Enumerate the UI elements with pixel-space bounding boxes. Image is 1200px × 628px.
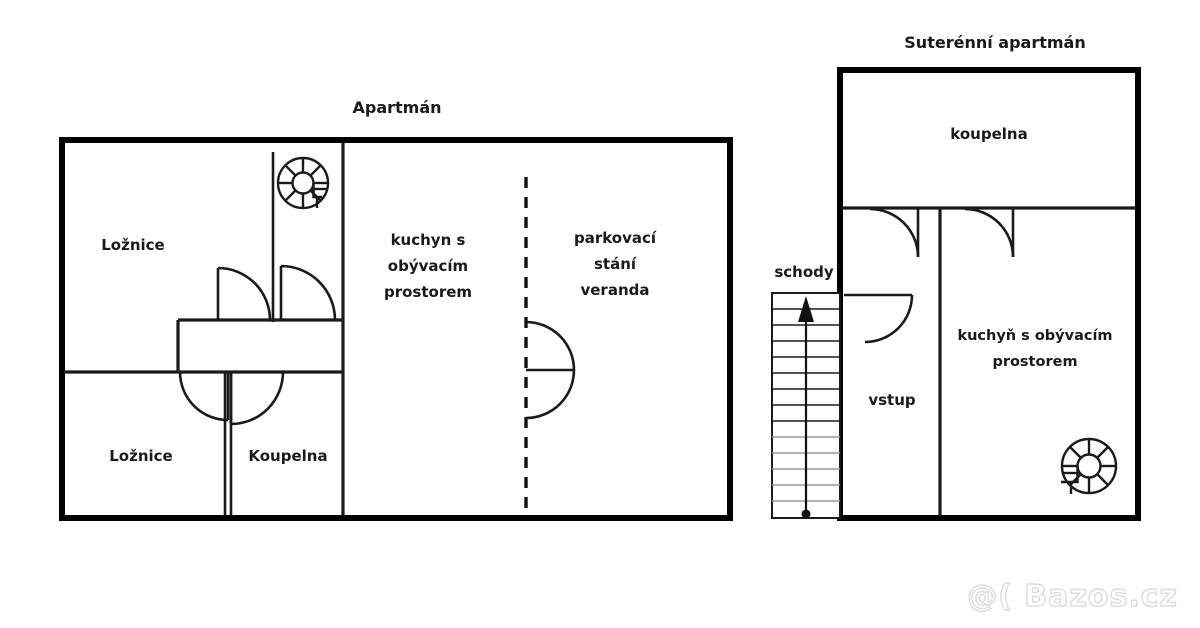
room-label-kuchyn: kuchyn s obývacím prostorem	[384, 231, 472, 301]
plan-title-suterenni: Suterénní apartmán	[904, 33, 1085, 52]
room-label-koupelna: Koupelna	[248, 447, 327, 465]
door-koupelna-left	[869, 207, 920, 258]
door-vstup	[844, 293, 914, 344]
svg-text:veranda: veranda	[580, 281, 649, 299]
label-schody: schody	[774, 263, 834, 281]
door-koupelna-right	[964, 207, 1015, 258]
stair-direction-arrow	[798, 296, 814, 322]
door-corridor-upper-left	[216, 266, 272, 321]
room-label-parkovaci-stani: parkovací stání veranda	[574, 229, 657, 299]
spiral-staircase-suterenni	[1060, 437, 1118, 495]
spiral-staircase-apartman	[276, 156, 330, 210]
door-corridor-upper-right	[279, 264, 337, 321]
room-label-vstup: vstup	[868, 391, 916, 409]
svg-text:obývacím: obývacím	[388, 257, 468, 275]
outer-wall-apartman	[59, 137, 733, 521]
svg-text:kuchyň s obývacím: kuchyň s obývacím	[957, 328, 1112, 344]
bazos-watermark: @( Bazos.cz	[966, 578, 1178, 614]
plan-apartman: Apartmán	[59, 98, 733, 521]
door-veranda	[525, 320, 576, 420]
door-koupelna	[229, 371, 285, 426]
plan-title-apartman: Apartmán	[352, 98, 441, 117]
svg-text:prostorem: prostorem	[992, 354, 1077, 370]
staircase-schody	[771, 292, 841, 519]
room-label-kuchyn-suterenni: kuchyň s obývacím prostorem	[957, 328, 1112, 370]
room-label-loznice-bottom: Ložnice	[109, 447, 172, 465]
room-label-koupelna-suterenni: koupelna	[950, 125, 1027, 143]
room-label-loznice-top: Ložnice	[101, 236, 164, 254]
svg-text:parkovací: parkovací	[574, 229, 657, 247]
svg-text:stání: stání	[594, 255, 637, 273]
plan-suterenni-apartman: Suterénní apartmán	[771, 33, 1141, 521]
svg-text:prostorem: prostorem	[384, 283, 472, 301]
door-loznice-lower	[178, 371, 230, 422]
svg-text:kuchyn s: kuchyn s	[391, 231, 466, 249]
stair-origin-dot	[801, 509, 811, 519]
